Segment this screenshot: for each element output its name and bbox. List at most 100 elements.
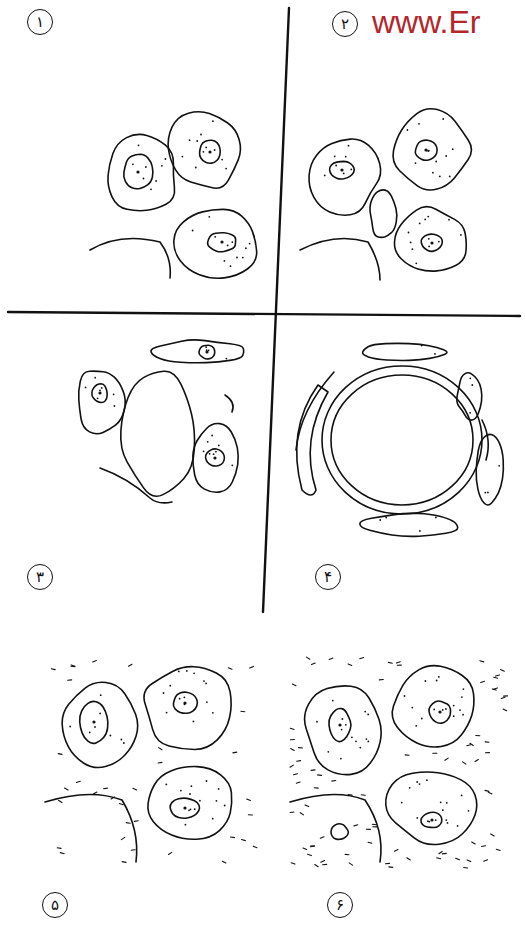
intercellular-dash — [388, 662, 392, 664]
intercellular-dash — [445, 758, 448, 760]
cytoplasm-dot — [471, 384, 473, 386]
cytoplasm-dot — [345, 156, 347, 158]
cytoplasm-dot — [205, 683, 207, 685]
cytoplasm-dot — [426, 150, 428, 152]
intercellular-dash — [439, 852, 442, 854]
cytoplasm-dot — [206, 701, 208, 703]
cytoplasm-dot — [203, 151, 205, 153]
partial-cell — [45, 794, 137, 862]
cytoplasm-dot — [110, 735, 112, 737]
intercellular-dash — [122, 861, 126, 863]
cytoplasm-dot — [409, 787, 411, 789]
panel-number: ۳ — [27, 564, 53, 590]
intercellular-dash — [231, 836, 235, 838]
intercellular-dash — [485, 790, 489, 791]
nucleolus — [92, 720, 95, 723]
cell-nucleus — [429, 701, 451, 723]
cytoplasm-dot — [94, 377, 96, 379]
cytoplasm-dot — [212, 712, 214, 714]
cell-nucleus — [208, 233, 236, 252]
intercellular-dash — [248, 814, 252, 815]
cytoplasm-dot — [427, 216, 429, 218]
intercellular-dash — [405, 754, 409, 755]
cytoplasm-dot — [460, 234, 462, 236]
cytoplasm-dot — [114, 405, 116, 407]
cell-nucleus — [173, 692, 197, 713]
nucleolus — [438, 710, 441, 713]
intercellular-dash — [241, 711, 245, 713]
cell-outline — [151, 340, 244, 363]
intercellular-dash — [394, 850, 398, 852]
cytoplasm-dot — [438, 241, 440, 243]
cytoplasm-dot — [335, 165, 337, 167]
cytoplasm-dot — [231, 464, 233, 466]
nucleolus — [340, 168, 343, 171]
cytoplasm-dot — [199, 800, 201, 802]
panel-number: ۲ — [332, 11, 358, 37]
cytoplasm-dot — [195, 167, 197, 169]
cytoplasm-dot — [89, 732, 91, 734]
cell-outline — [386, 772, 477, 844]
cytoplasm-dot — [440, 801, 442, 803]
intercellular-dash — [294, 774, 298, 775]
nucleolus — [220, 240, 223, 243]
nucleolus — [136, 170, 139, 173]
cytoplasm-dot — [163, 692, 165, 694]
cytoplasm-dot — [193, 721, 195, 723]
nucleolus — [430, 818, 433, 821]
intercellular-dash — [253, 846, 257, 848]
intercellular-dash — [456, 858, 460, 860]
intercellular-dash — [475, 760, 478, 762]
intercellular-dash — [68, 679, 72, 680]
intercellular-dash — [354, 825, 358, 826]
intercellular-dash — [503, 709, 507, 711]
cytoplasm-dot — [469, 377, 471, 379]
intercellular-dash — [501, 697, 505, 698]
cytoplasm-dot — [184, 703, 186, 705]
cell-outline — [79, 371, 126, 434]
cytoplasm-dot — [205, 147, 207, 149]
cytoplasm-dot — [208, 349, 210, 351]
cell-outline — [168, 112, 240, 188]
cytoplasm-dot — [155, 180, 157, 182]
cytoplasm-dot — [408, 232, 410, 234]
cytoplasm-dot — [145, 166, 147, 168]
cytoplasm-dot — [442, 709, 444, 711]
cytoplasm-dot — [196, 140, 198, 142]
cytoplasm-dot — [428, 246, 430, 248]
panel-number-text: ۵ — [51, 898, 59, 913]
intercellular-dash — [104, 788, 108, 790]
intercellular-dash — [158, 762, 162, 764]
panel-number: ۱ — [27, 9, 53, 35]
cytoplasm-dot — [161, 165, 163, 167]
cell-outline — [363, 343, 447, 360]
cytoplasm-dot — [182, 156, 184, 158]
cell-outline — [394, 207, 466, 271]
nucleolus — [430, 241, 433, 244]
cytoplasm-dot — [215, 451, 217, 453]
vacuole-wall — [331, 375, 473, 505]
cytoplasm-dot — [367, 741, 369, 743]
intercellular-dash — [318, 774, 322, 776]
cytoplasm-dot — [401, 802, 403, 804]
cytoplasm-dot — [428, 150, 430, 152]
cytoplasm-dot — [343, 173, 345, 175]
cell-outline — [121, 371, 195, 496]
intercellular-dash — [467, 860, 471, 862]
cytoplasm-dot — [345, 724, 347, 726]
cytoplasm-dot — [230, 265, 232, 267]
intercellular-dash — [496, 849, 500, 850]
intercellular-dash — [485, 741, 489, 742]
cell-outline — [305, 686, 382, 775]
partial-cell — [300, 238, 380, 280]
cytoplasm-dot — [209, 453, 211, 455]
intercellular-dash — [504, 695, 508, 696]
panel-number-text: ۴ — [324, 570, 332, 585]
cytoplasm-dot — [189, 139, 191, 141]
intercellular-dash — [311, 845, 315, 846]
intercellular-dash — [59, 800, 62, 802]
cytoplasm-dot — [445, 155, 447, 157]
cell-outline — [144, 667, 231, 750]
intercellular-dash — [496, 675, 500, 676]
cytoplasm-dot — [442, 809, 444, 811]
